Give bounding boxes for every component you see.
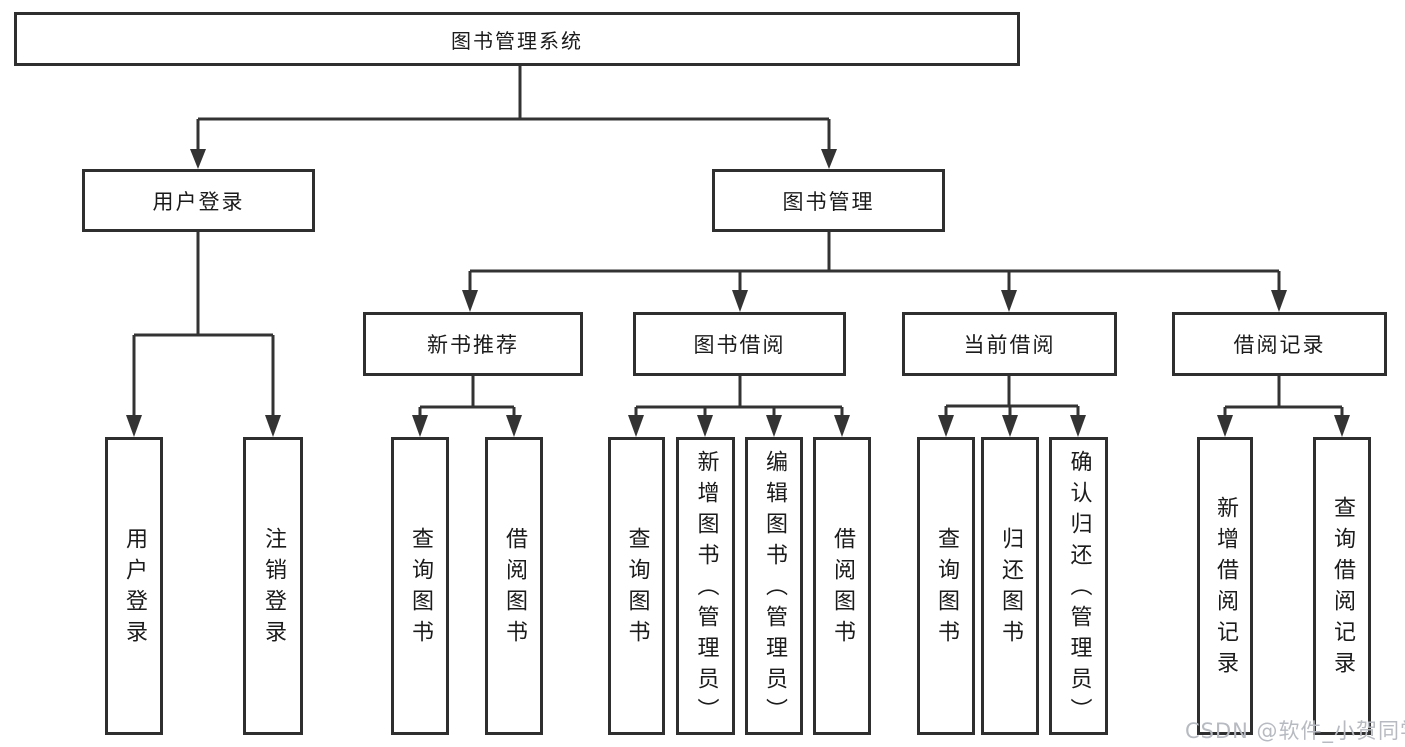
arrowhead-icon bbox=[462, 290, 478, 312]
leaf-confirm-return-admin: 确认归还（管理员） bbox=[1049, 437, 1108, 735]
connector-new-book-recommendation-to-leaves bbox=[412, 376, 522, 437]
node-new-book-recommendation: 新书推荐 bbox=[363, 312, 583, 376]
leaf-edit-books-admin: 编辑图书（管理员） bbox=[745, 437, 803, 735]
node-book-management: 图书管理 bbox=[712, 169, 945, 232]
arrowhead-icon bbox=[821, 149, 837, 169]
arrowhead-icon bbox=[1271, 290, 1287, 312]
node-library-management-system: 图书管理系统 bbox=[14, 12, 1020, 66]
leaf-add-borrow-record: 新增借阅记录 bbox=[1197, 437, 1253, 735]
leaf-user-login: 用户登录 bbox=[105, 437, 163, 735]
leaf-query-books-recommend: 查询图书 bbox=[391, 437, 449, 735]
connector-book-management-to-level3 bbox=[462, 232, 1287, 312]
node-current-borrowing: 当前借阅 bbox=[902, 312, 1117, 376]
leaf-borrow-books-recommend: 借阅图书 bbox=[485, 437, 543, 735]
watermark: CSDN @软件_小贺同学 bbox=[1185, 719, 1405, 743]
connector-borrowing-records-to-leaves bbox=[1217, 376, 1350, 437]
leaf-query-borrow-record: 查询借阅记录 bbox=[1313, 437, 1371, 735]
leaf-query-books-borrow: 查询图书 bbox=[608, 437, 665, 735]
arrowhead-icon bbox=[1002, 415, 1018, 437]
arrowhead-icon bbox=[1334, 415, 1350, 437]
node-book-borrowing: 图书借阅 bbox=[633, 312, 846, 376]
arrowhead-icon bbox=[506, 415, 522, 437]
leaf-add-books-admin: 新增图书（管理员） bbox=[676, 437, 735, 735]
leaf-return-books: 归还图书 bbox=[981, 437, 1039, 735]
arrowhead-icon bbox=[265, 415, 281, 437]
arrowhead-icon bbox=[1070, 415, 1086, 437]
leaf-borrow-books: 借阅图书 bbox=[813, 437, 871, 735]
node-user-login: 用户登录 bbox=[82, 169, 315, 232]
connector-book-borrowing-to-leaves bbox=[628, 376, 850, 437]
arrowhead-icon bbox=[938, 415, 954, 437]
arrowhead-icon bbox=[126, 415, 142, 437]
arrowhead-icon bbox=[1001, 290, 1017, 312]
arrowhead-icon bbox=[732, 290, 748, 312]
leaf-logout: 注销登录 bbox=[243, 437, 303, 735]
leaf-query-books-current: 查询图书 bbox=[917, 437, 975, 735]
node-borrowing-records: 借阅记录 bbox=[1172, 312, 1387, 376]
arrowhead-icon bbox=[628, 415, 644, 437]
connector-user-login-to-leaves bbox=[126, 232, 281, 437]
arrowhead-icon bbox=[412, 415, 428, 437]
arrowhead-icon bbox=[766, 415, 782, 437]
arrowhead-icon bbox=[834, 415, 850, 437]
connector-root-to-level2 bbox=[190, 66, 837, 169]
arrowhead-icon bbox=[190, 149, 206, 169]
arrowhead-icon bbox=[697, 415, 713, 437]
connector-current-borrowing-to-leaves bbox=[938, 376, 1086, 437]
arrowhead-icon bbox=[1217, 415, 1233, 437]
